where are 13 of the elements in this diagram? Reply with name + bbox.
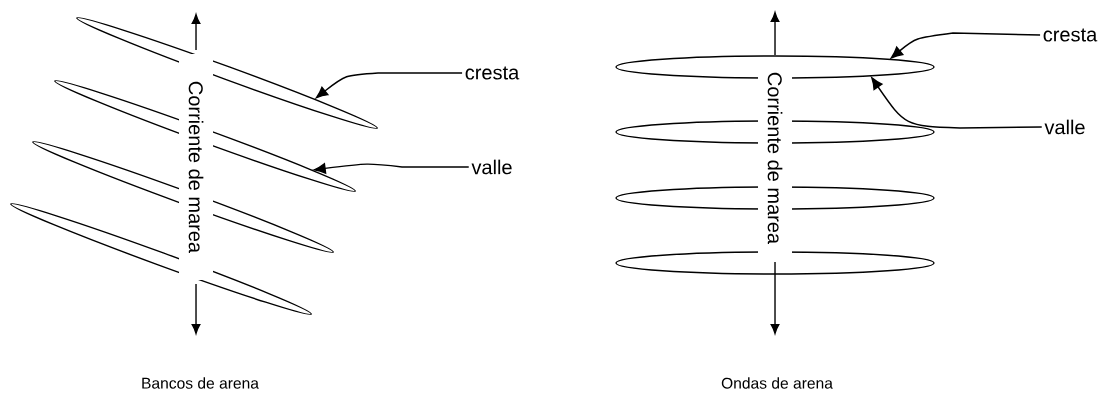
- leader-line: [890, 32, 1041, 59]
- sandwave-ellipse: [615, 251, 935, 275]
- current-label: Corriente de marea: [179, 54, 213, 280]
- callout-label: valle: [1044, 119, 1085, 135]
- callout-label: valle: [471, 159, 512, 175]
- leader-line: [315, 72, 463, 99]
- current-label: Corriente de marea: [758, 58, 792, 258]
- caption: Ondas de arena: [721, 377, 833, 389]
- leader-line: [313, 163, 470, 174]
- callout-label: cresta: [465, 66, 520, 80]
- caption: Bancos de arena: [142, 377, 259, 389]
- callout-label: cresta: [1043, 28, 1098, 42]
- leader-line: [871, 77, 1043, 129]
